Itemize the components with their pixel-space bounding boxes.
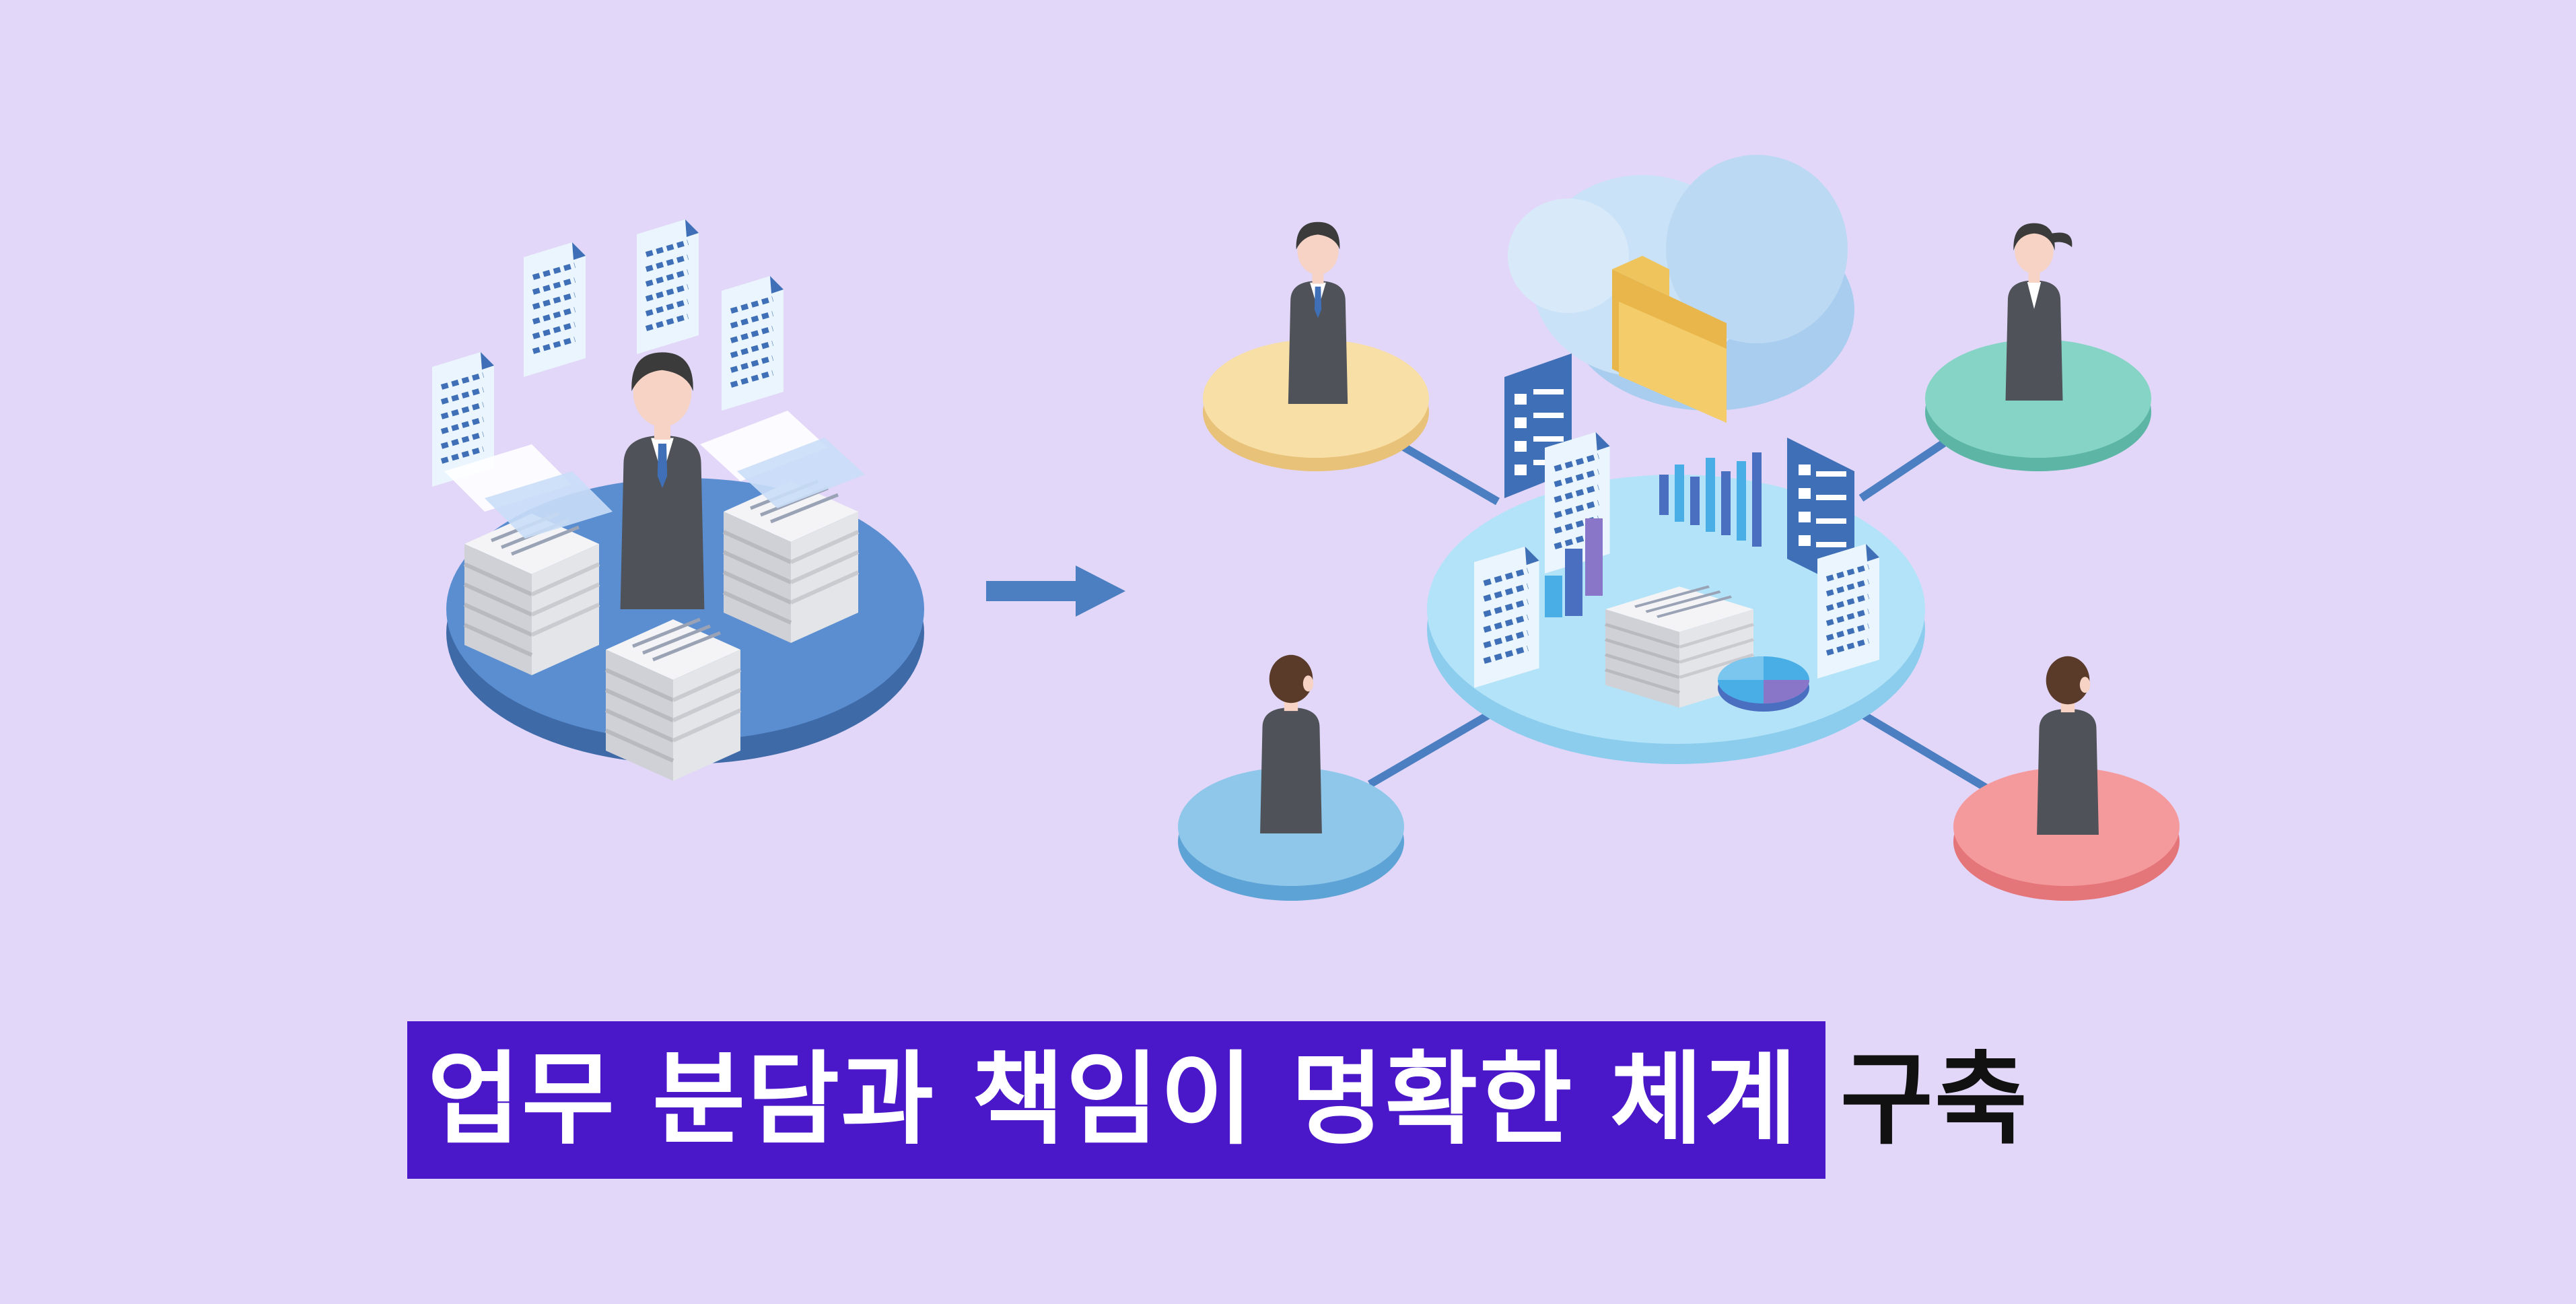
arrow-right-icon xyxy=(986,565,1125,617)
pie-chart-icon xyxy=(1718,656,1809,712)
folder-icon xyxy=(1612,256,1727,423)
caption-highlighted: 업무 분담과 책임이 명확한 체계 xyxy=(407,1021,1825,1179)
team-member-node-yellow xyxy=(1203,221,1429,471)
bar-chart-icon xyxy=(1659,452,1762,547)
left-scene xyxy=(432,219,924,781)
team-member-node-teal xyxy=(1925,223,2151,471)
team-member-node-pink xyxy=(1953,656,2180,901)
caption-tail: 구축 xyxy=(1840,1041,2029,1159)
central-hub xyxy=(1427,353,1925,764)
overwhelmed-worker xyxy=(620,352,705,609)
team-member-node-blue xyxy=(1178,654,1404,901)
bar-chart-icon xyxy=(1545,518,1603,617)
caption: 업무 분담과 책임이 명확한 체계 구축 xyxy=(407,1021,2029,1179)
connector-lines xyxy=(1367,434,1988,792)
